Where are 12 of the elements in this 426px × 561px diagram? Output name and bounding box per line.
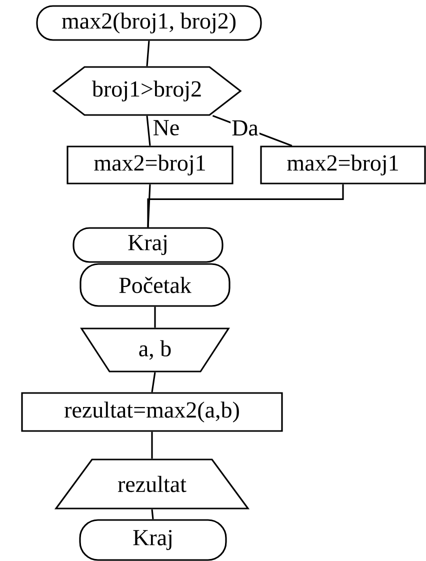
connector-line [146, 40, 150, 66]
connector-line [151, 372, 156, 392]
process-box: rezultat=max2(a,b) [21, 392, 283, 432]
connector-line [154, 306, 156, 328]
connector-line [147, 184, 344, 228]
edge-label: Ne [152, 119, 181, 136]
connector-line [146, 116, 151, 146]
process-box: max2=broj1 [66, 146, 234, 184]
process-box: max2=broj1 [260, 146, 426, 184]
edge-label: Da [230, 119, 260, 137]
connector-line [151, 509, 154, 520]
connector-line [151, 432, 153, 459]
